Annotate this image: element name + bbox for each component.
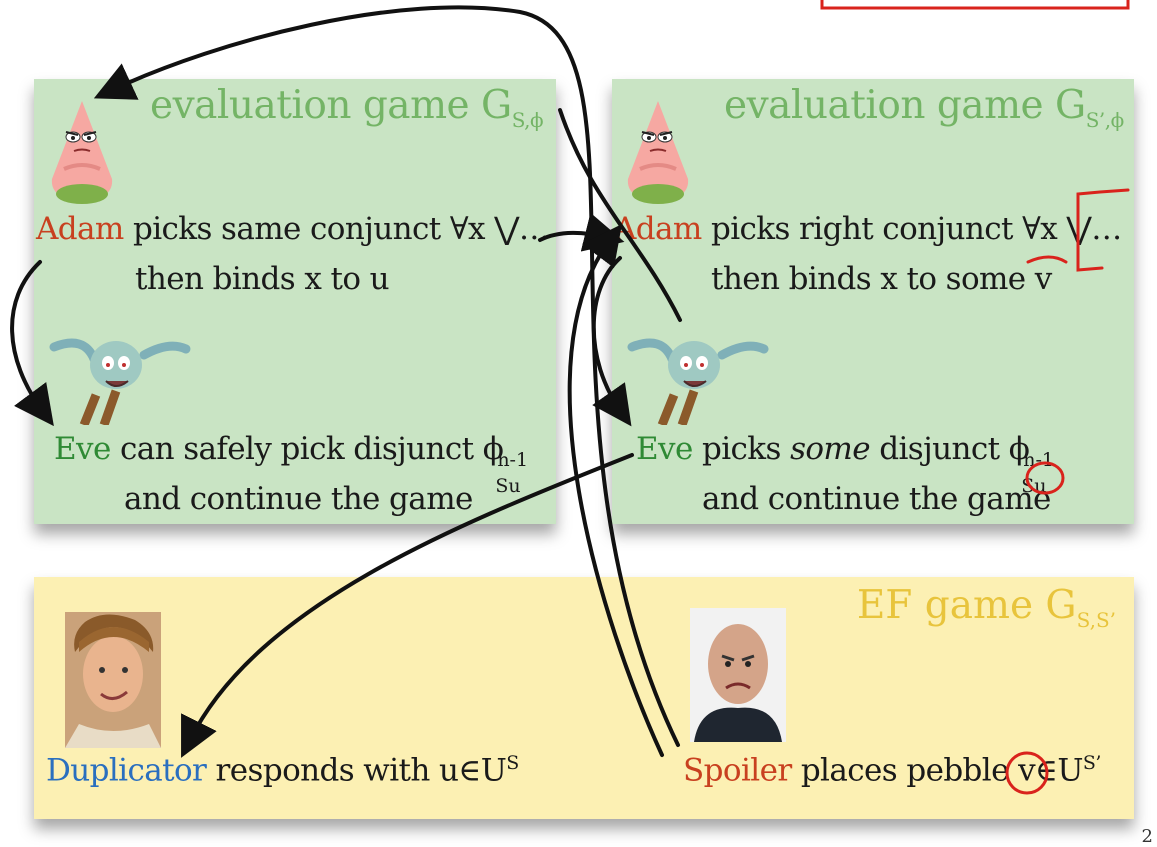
panel-title: evaluation game GS,ϕ: [150, 83, 544, 132]
eve-avatar: [49, 338, 191, 425]
evaluation-game-panel-right: evaluation game GS’,ϕ Adam picks right c…: [612, 79, 1134, 524]
adam-label: Adam: [36, 211, 124, 247]
page-number: 2: [1141, 826, 1153, 847]
adam-action-text: picks same conjunct ∀x ⋁…: [132, 211, 550, 247]
eve-action-text-2: and continue the game: [702, 481, 1051, 517]
evaluation-game-panel-left: evaluation game GS,ϕ Adam picks same con…: [34, 79, 556, 524]
spoiler-label: Spoiler: [683, 752, 792, 789]
adam-row: Adam picks right conjunct ∀x ⋁…: [614, 211, 1122, 247]
adam-label: Adam: [614, 211, 702, 247]
adam-row: Adam picks same conjunct ∀x ⋁…: [36, 211, 550, 247]
spoiler-action-text: places pebble v∈U: [800, 752, 1084, 789]
spoiler-portrait: [690, 608, 786, 742]
duplicator-label: Duplicator: [46, 752, 207, 789]
duplicator-row: Duplicator responds with u∈US: [46, 752, 519, 789]
eve-action-text: can safely pick disjunct ϕ: [119, 431, 504, 467]
adam-action-text-2: then binds x to some v: [711, 261, 1052, 297]
panel-title: evaluation game GS’,ϕ: [724, 83, 1124, 132]
duplicator-portrait: [65, 612, 161, 748]
red-annotation-top: [820, 0, 1130, 10]
eve-action-text-2: and continue the game: [124, 481, 473, 517]
eve-label: Eve: [54, 431, 111, 467]
ef-game-panel: EF game GS,S’ Duplicator responds with u…: [34, 577, 1134, 819]
duplicator-action-text: responds with u∈U: [215, 752, 507, 789]
adam-avatar: [627, 101, 689, 204]
adam-action-text: picks right conjunct ∀x ⋁…: [710, 211, 1122, 247]
adam-avatar: [51, 101, 113, 204]
eve-avatar: [627, 338, 769, 425]
eve-label: Eve: [636, 431, 693, 467]
adam-action-text-2: then binds x to u: [135, 261, 390, 297]
panel-title: EF game GS,S’: [856, 583, 1116, 632]
spoiler-row: Spoiler places pebble v∈US’: [683, 752, 1101, 789]
